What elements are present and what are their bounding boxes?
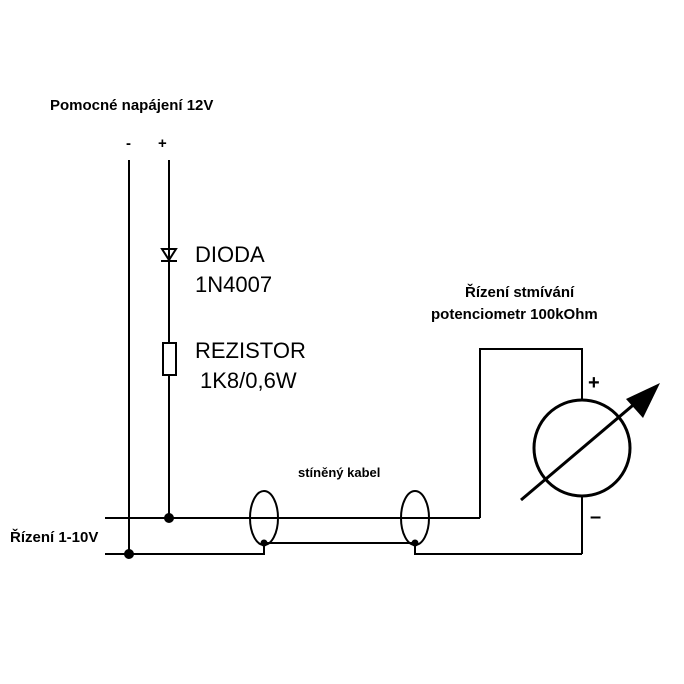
adjust-arrow-head: [626, 383, 660, 418]
diode-symbol: [160, 248, 178, 262]
junction-dot: [164, 513, 174, 523]
pot-plus-label: +: [588, 372, 600, 394]
minus-terminal-label: -: [126, 135, 131, 152]
resistor-name-label: REZISTOR: [195, 338, 306, 363]
diode-type-label: 1N4007: [195, 272, 272, 297]
dimming-title-label: Řízení stmívání: [465, 283, 575, 301]
plus-terminal-label: +: [158, 135, 167, 152]
potentiometer-label: potenciometr 100kOhm: [431, 306, 598, 323]
pot-plus-wire: [479, 348, 583, 518]
cable-shield-left: [249, 490, 279, 546]
junction-dot: [124, 549, 134, 559]
resistor-value-label: 1K8/0,6W: [200, 368, 297, 393]
cable-shield-right: [400, 490, 430, 546]
cable-label: stíněný kabel: [298, 465, 380, 480]
adjust-arrow-shaft: [520, 393, 646, 502]
resistor-symbol: [162, 342, 177, 376]
diode-name-label: DIODA: [195, 242, 265, 267]
pot-minus-label: –: [590, 506, 601, 528]
control-input-label: Řízení 1-10V: [10, 528, 98, 546]
aux-power-label: Pomocné napájení 12V: [50, 97, 213, 114]
signal-wire-bottom: [105, 542, 582, 555]
